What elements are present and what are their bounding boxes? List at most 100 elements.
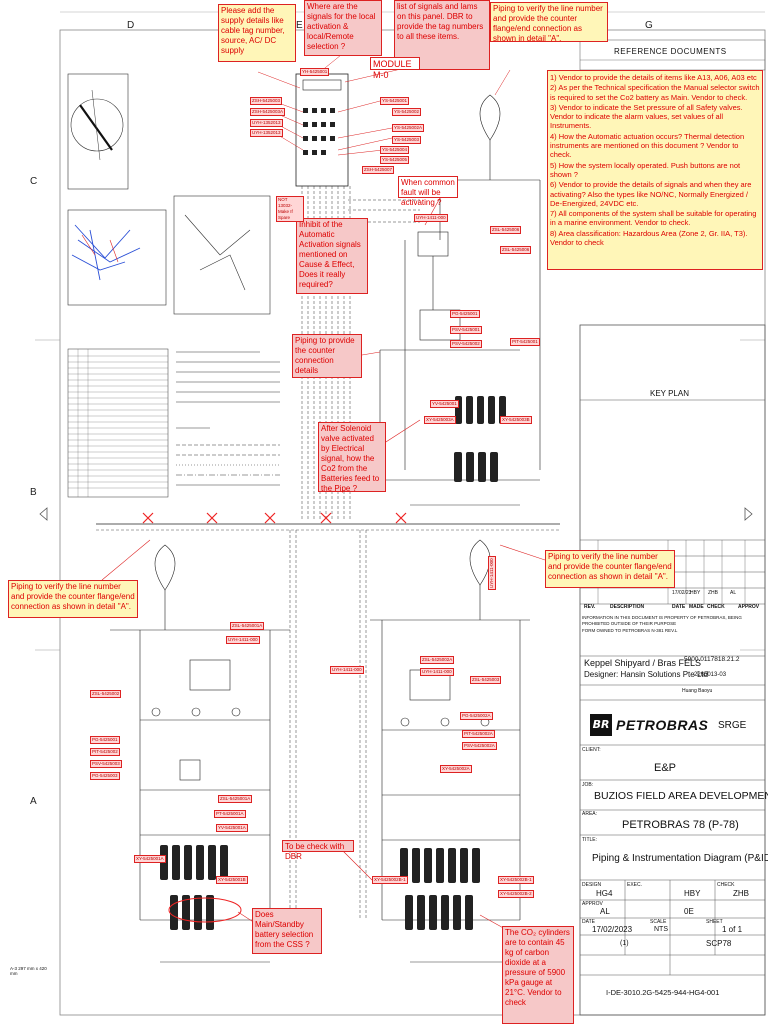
note-module-label: MODULE M-0 [370, 57, 420, 80]
doc-number-1: 5900.0117818.21.2 [684, 656, 740, 663]
note-piping-right: Piping to verify the line number and pro… [545, 550, 675, 588]
approv-label: APPROV [582, 901, 603, 907]
instrument-tag: XY-5425002A [440, 765, 472, 773]
title-label: TITLE: [582, 837, 598, 843]
instrument-tag: PSV-5425001 [450, 326, 482, 334]
sheet-label: SHEET [706, 919, 723, 925]
instrument-tag: UYH-1411-000 [488, 556, 496, 590]
grid-label-b: B [30, 487, 37, 498]
reference-heading: REFERENCE DOCUMENTS [614, 47, 727, 56]
area-value: PETROBRAS 78 (P-78) [622, 819, 739, 831]
instrument-tag: UYH-1352013 [250, 119, 283, 127]
rev-e-value: 0E [684, 907, 694, 916]
note-piping-top: Piping to verify the line number and pro… [490, 2, 608, 43]
instrument-tag: PSV-5425003 [90, 760, 122, 768]
client-label: CLIENT: [582, 747, 601, 753]
instrument-tag: YS-5425002A [392, 124, 425, 132]
instrument-tag: XY-5425002B-2 [498, 890, 534, 898]
grid-label-g: G [645, 20, 653, 31]
instrument-tag: PG-5425001 [450, 310, 480, 318]
property-notice: INFORMATION IN THIS DOCUMENT IS PROPERTY… [582, 615, 742, 626]
shipyard-name: Keppel Shipyard / Bras FELS [584, 658, 702, 668]
form-owner: FORM OWNED TO PETROBRAS N-381 REV.L [582, 628, 678, 633]
area-label: AREA: [582, 811, 598, 817]
grid-label-e: E [296, 20, 303, 31]
note-common-fault: When common fault will be activating ? [398, 176, 458, 207]
grid-label-d: D [127, 20, 135, 31]
sheet-size: A-3 297 mm x 420 mm [10, 966, 47, 976]
instrument-tag: XY-5425002B-1 [372, 876, 408, 884]
instrument-tag: ZSH-5425007 [362, 166, 395, 174]
reference-item: 3) Vendor to indicate the Set pressure o… [550, 102, 743, 131]
instrument-tag: UYH-1352013 [250, 129, 283, 137]
date-value: 17/02/2023 [592, 925, 633, 934]
instrument-tag: YS-5425003 [392, 136, 422, 144]
reference-item: 5) How the system locally operated. Push… [550, 160, 741, 179]
instrument-tag: XY-5425003B [500, 416, 532, 424]
instrument-tag: YV-5425001A [216, 824, 248, 832]
note-check-dbr: To be check with DBR [282, 840, 354, 861]
check-label: CHECK [717, 882, 735, 888]
instrument-tag: YV-5425001 [430, 400, 459, 408]
reference-notes-box: 1) Vendor to provide the details of item… [547, 70, 763, 270]
instrument-tag: XY-5425001B [216, 876, 248, 884]
instrument-tag: ZSH-5425003A [250, 108, 286, 116]
instrument-tag: YS-5425002 [392, 108, 422, 116]
revision-header-made: MADE [689, 604, 704, 610]
note-piping-left: Piping to verify the line number and pro… [8, 580, 138, 618]
revision-header-date: DATE [672, 604, 686, 610]
note-solenoid-valve: After Solenoid valve activated by Electr… [318, 422, 386, 493]
exec-label: EXEC. [627, 882, 643, 888]
instrument-tag: ZSL-5425006 [500, 246, 532, 254]
instrument-tag: PIT-5425002 [90, 748, 120, 756]
reference-item: 4) How the Automatic actuation occurs? T… [550, 131, 745, 160]
scale-label: SCALE [650, 919, 667, 925]
drawing-number: I-DE-3010.2G-5425-944-HG4-001 [606, 988, 720, 997]
approv-value: AL [600, 907, 610, 916]
sheet-value: 1 of 1 [722, 925, 743, 934]
instrument-tag: ZSL-5425003 [470, 676, 502, 684]
srge-label: SRGE [718, 720, 747, 731]
instrument-tag: YS-5425004 [380, 146, 410, 154]
reference-item: 6) Vendor to provide the details of sign… [550, 180, 752, 208]
instrument-tag: UYH-1411-000 [330, 666, 364, 674]
job-label: JOB: [582, 782, 594, 788]
rev-code: (1) [620, 940, 629, 947]
scp-code: SCP78 [706, 939, 732, 948]
reference-item: 2) As per the Technical specification th… [550, 83, 760, 102]
instrument-tag: PG-5425001 [90, 736, 120, 744]
doc-number-2: 2265013-03 [694, 672, 727, 678]
revision-header-rev: REV. [584, 604, 596, 610]
note-co2-cylinders: The CO₂ cylinders are to contain 45 kg o… [502, 926, 574, 1024]
instrument-tag: YH-5425001 [300, 68, 330, 76]
reference-item: 1) Vendor to provide the details of item… [550, 73, 757, 82]
instrument-tag: PG-5425002A [460, 712, 493, 720]
instrument-tag: YS-5425001 [380, 97, 410, 105]
company-name: PETROBRAS [616, 717, 709, 733]
note-supply-details: Please add the supply details like cable… [218, 4, 296, 62]
instrument-tag: UYH-1411-000 [226, 636, 260, 644]
revision-header-approv: APPROV [738, 604, 760, 610]
client-value: E&P [654, 762, 677, 774]
note-inhibit-activation: Inhibit of the Automatic Activation sign… [296, 218, 368, 294]
grid-label-c: C [30, 176, 38, 187]
petrobras-logo: BR [590, 714, 612, 736]
note-battery-selection: Does Main/Standby battery selection from… [252, 908, 322, 954]
vendor-spare-note: NOT 13032- Make If Spare [276, 196, 304, 222]
instrument-tag: PIT-5425001 [510, 338, 540, 346]
scale-value: NTS [654, 926, 668, 933]
revision-header-check: CHECK [707, 604, 725, 610]
reference-item: 7) All components of the system shall be… [550, 209, 757, 228]
instrument-tag: XY-5425001A [134, 855, 166, 863]
designer-name: Designer: Hansin Solutions Pte Ltd [584, 670, 709, 679]
designer-names: Huang Baoyu [682, 688, 713, 694]
instrument-tag: XY-5425002B-1 [498, 876, 534, 884]
job-value: BUZIOS FIELD AREA DEVELOPMENT [594, 790, 768, 802]
instrument-tag: YS-5425005 [380, 156, 410, 164]
instrument-tag: PG-5425003 [90, 772, 120, 780]
instrument-tag: ZSL-5425002A [420, 656, 455, 664]
instrument-tag: PSV-5425002A [462, 742, 497, 750]
exec-value: HBY [684, 889, 701, 898]
design-value: HG4 [596, 889, 613, 898]
instrument-tag: PSV-5425002 [450, 340, 482, 348]
